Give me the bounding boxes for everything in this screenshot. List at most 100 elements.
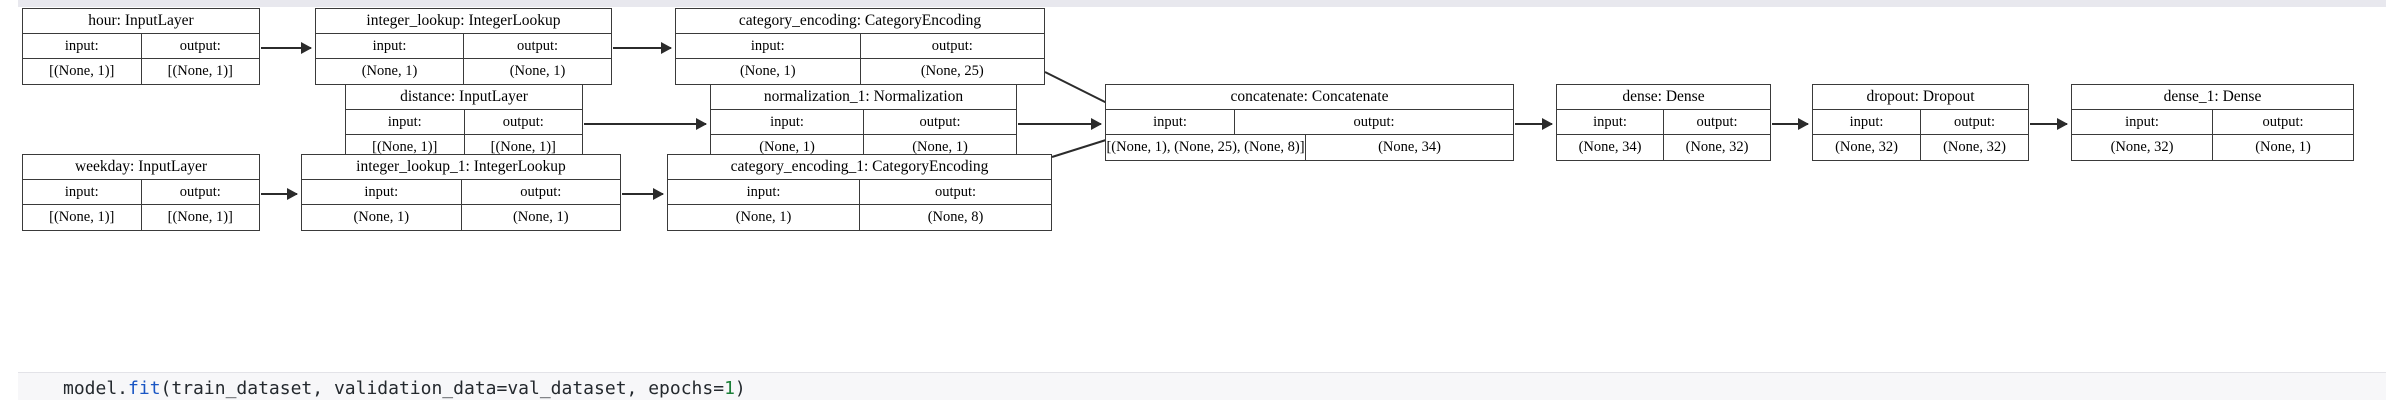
node-input-label-cell: input: bbox=[1106, 110, 1235, 134]
node-output-shape-cell: [(None, 1)] bbox=[142, 205, 260, 230]
node-input-label: input: bbox=[387, 113, 422, 130]
layer-node-category_encoding: category_encoding: CategoryEncoding input… bbox=[675, 8, 1045, 85]
node-io-label-row: input:output: bbox=[711, 110, 1016, 135]
node-output-shape: (None, 34) bbox=[1378, 139, 1441, 156]
node-io-label-row: input: output: bbox=[346, 110, 582, 135]
node-output-label: output: bbox=[1696, 113, 1738, 130]
node-input-label-cell: input: bbox=[2072, 110, 2213, 134]
node-output-shape-cell: (None, 1) bbox=[864, 135, 1016, 160]
code-cell[interactable]: model.fit(train_dataset, validation_data… bbox=[18, 372, 2386, 400]
node-input-shape: [(None, 1)] bbox=[49, 209, 115, 226]
node-input-shape: [(None, 1)] bbox=[49, 63, 115, 80]
code-token-plain: (train_dataset, validation_data=val_data… bbox=[160, 378, 725, 399]
node-io-label-row: input:output: bbox=[1106, 110, 1513, 135]
node-output-shape: (None, 32) bbox=[1943, 139, 2006, 156]
node-input-shape-cell: (None, 1) bbox=[302, 205, 462, 230]
node-title-row: normalization_1: Normalization bbox=[711, 85, 1016, 110]
node-output-shape: (None, 25) bbox=[920, 63, 984, 80]
node-shape-row: [(None, 1)] [(None, 1)] bbox=[346, 135, 582, 160]
node-io-label-row: input:output: bbox=[23, 180, 259, 205]
edge-integer_lookup_1-to-category_encoding_1 bbox=[622, 188, 664, 200]
edge-weekday-to-integer_lookup_1 bbox=[261, 188, 298, 200]
node-title: integer_lookup_1: IntegerLookup bbox=[356, 158, 566, 176]
node-input-shape-cell: (None, 1) bbox=[316, 59, 464, 84]
edge-concatenate-to-dense bbox=[1515, 118, 1553, 130]
node-output-label-cell: output: bbox=[1664, 110, 1770, 134]
node-input-label-cell: input: bbox=[23, 180, 142, 204]
node-io-label-row: input: output: bbox=[668, 180, 1051, 205]
node-input-label-cell: input: bbox=[302, 180, 462, 204]
node-output-shape-cell: (None, 32) bbox=[1921, 135, 2028, 160]
node-title-row: weekday: InputLayer bbox=[23, 155, 259, 180]
node-shape-row: (None, 1)(None, 1) bbox=[316, 59, 611, 84]
node-output-label-cell: output: bbox=[1235, 110, 1513, 134]
node-input-shape-cell: (None, 1) bbox=[711, 135, 864, 160]
node-output-label: output: bbox=[179, 37, 221, 54]
node-input-label: input: bbox=[770, 113, 804, 130]
node-output-shape: (None, 1) bbox=[2255, 139, 2311, 156]
node-output-shape-cell: (None, 32) bbox=[1664, 135, 1770, 160]
node-input-shape: (None, 32) bbox=[2110, 139, 2174, 156]
node-input-label-cell: input: bbox=[346, 110, 465, 134]
node-shape-row: (None, 32) (None, 32) bbox=[1813, 135, 2028, 160]
node-output-shape: (None, 1) bbox=[512, 209, 569, 226]
node-io-label-row: input: output: bbox=[2072, 110, 2353, 135]
node-title: dense: Dense bbox=[1622, 88, 1705, 106]
node-input-label: input: bbox=[372, 37, 407, 54]
node-input-shape: (None, 34) bbox=[1578, 139, 1642, 156]
node-input-label: input: bbox=[2125, 113, 2159, 130]
node-input-shape-cell: (None, 1) bbox=[676, 59, 861, 84]
node-output-label-cell: output: bbox=[1921, 110, 2028, 134]
node-output-shape-cell: (None, 25) bbox=[861, 59, 1045, 84]
node-output-label: output: bbox=[934, 183, 977, 200]
node-input-label-cell: input: bbox=[23, 34, 142, 58]
node-output-label: output: bbox=[1953, 113, 1996, 130]
node-title: hour: InputLayer bbox=[88, 12, 194, 30]
edge-dense-to-dropout bbox=[1772, 118, 1809, 130]
node-title-row: dense_1: Dense bbox=[2072, 85, 2353, 110]
node-input-shape: [(None, 1)] bbox=[372, 139, 438, 156]
node-input-shape: (None, 1) bbox=[759, 139, 815, 156]
node-input-shape-cell: (None, 32) bbox=[1813, 135, 1921, 160]
node-io-label-row: input:output: bbox=[316, 34, 611, 59]
node-shape-row: (None, 1) (None, 1) bbox=[711, 135, 1016, 160]
layer-node-dense: dense: Dense input:output: (None, 34) (None… bbox=[1556, 84, 1771, 161]
node-output-label-cell: output: bbox=[465, 110, 583, 134]
node-output-shape: (None, 32) bbox=[1685, 139, 1749, 156]
node-output-shape-cell: [(None, 1)] bbox=[465, 135, 583, 160]
node-shape-row: [(None, 1)] [(None, 1)] bbox=[23, 205, 259, 230]
node-title: weekday: InputLayer bbox=[74, 158, 208, 176]
node-input-label: input: bbox=[750, 37, 785, 54]
node-title-row: category_encoding: CategoryEncoding bbox=[676, 9, 1044, 34]
node-input-shape-cell: [(None, 1), (None, 25), (None, 8)] bbox=[1106, 135, 1306, 160]
node-input-label-cell: input: bbox=[668, 180, 860, 204]
layer-node-hour: hour: InputLayer input: output: [(None, 1)]… bbox=[22, 8, 260, 85]
node-output-label-cell: output: bbox=[142, 34, 260, 58]
node-input-label: input: bbox=[1849, 113, 1884, 130]
code-line: model.fit(train_dataset, validation_data… bbox=[63, 378, 746, 400]
node-input-label: input: bbox=[364, 183, 399, 200]
node-output-label: output: bbox=[520, 183, 562, 200]
node-io-label-row: input:output: bbox=[1557, 110, 1770, 135]
node-output-label: output: bbox=[2262, 113, 2304, 130]
code-token-plain: ) bbox=[734, 378, 746, 399]
node-title-row: dense: Dense bbox=[1557, 85, 1770, 110]
node-title: normalization_1: Normalization bbox=[763, 88, 964, 106]
node-input-shape: (None, 1) bbox=[353, 209, 410, 226]
code-token-plain: model. bbox=[63, 378, 129, 399]
node-input-shape-cell: (None, 1) bbox=[668, 205, 860, 230]
node-io-label-row: input: output: bbox=[302, 180, 620, 205]
node-input-label: input: bbox=[64, 37, 99, 54]
node-title-row: integer_lookup_1: IntegerLookup bbox=[302, 155, 620, 180]
node-input-shape-cell: [(None, 1)] bbox=[23, 205, 142, 230]
edge-normalization_1-to-concatenate bbox=[1018, 118, 1102, 130]
node-input-label-cell: input: bbox=[316, 34, 464, 58]
edge-distance-to-normalization_1 bbox=[584, 118, 707, 130]
node-input-shape: (None, 32) bbox=[1835, 139, 1898, 156]
